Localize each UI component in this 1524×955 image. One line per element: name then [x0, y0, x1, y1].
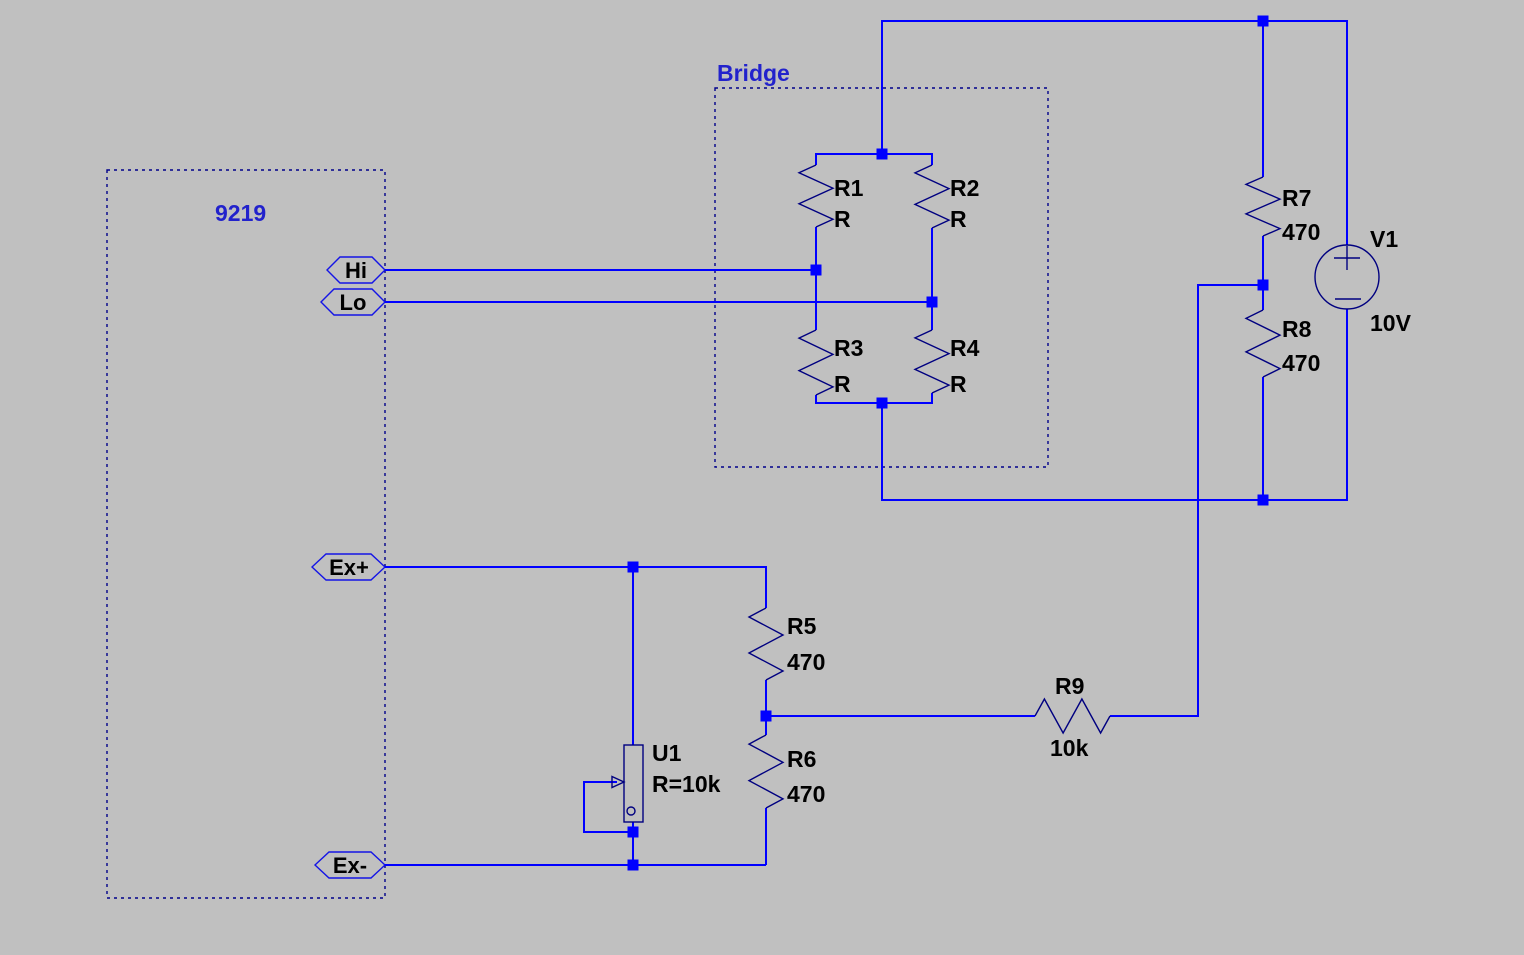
r3-value: R [834, 371, 851, 397]
component-r2[interactable]: R2 R [913, 164, 979, 232]
v1-value: 10V [1370, 310, 1412, 336]
r6-value: 470 [787, 781, 825, 807]
bridge-outline [714, 87, 1049, 468]
r5-resistor-symbol[interactable] [747, 607, 785, 681]
wire-mid-to-r9[interactable] [1110, 284, 1263, 717]
bridge-region: Bridge [714, 60, 1049, 468]
junction-node [627, 826, 639, 838]
r3-resistor-symbol[interactable] [797, 329, 835, 396]
junction-node [1257, 279, 1269, 291]
port-ex-plus-label: Ex+ [329, 555, 369, 580]
module-9219-outline [106, 169, 386, 899]
port-ex-plus[interactable]: Ex+ [310, 553, 387, 581]
r1-value: R [834, 206, 851, 232]
component-r4[interactable]: R4 R [913, 329, 980, 397]
r7-ref: R7 [1282, 185, 1311, 211]
r8-ref: R8 [1282, 316, 1312, 342]
r2-resistor-symbol[interactable] [913, 164, 951, 229]
component-r5[interactable]: R5 470 [747, 607, 825, 681]
port-lo-label: Lo [340, 290, 367, 315]
wires [385, 20, 1348, 866]
component-r3[interactable]: R3 R [797, 329, 863, 397]
r6-resistor-symbol[interactable] [747, 734, 785, 809]
u1-value: R=10k [652, 771, 721, 797]
junction-node [926, 296, 938, 308]
wire-bridge-bottom-rail[interactable] [815, 393, 933, 404]
r7-value: 470 [1282, 219, 1320, 245]
port-ex-minus-label: Ex- [333, 853, 367, 878]
port-hi-label: Hi [345, 258, 367, 283]
bridge-title: Bridge [717, 60, 790, 86]
junction-node [810, 264, 822, 276]
port-ex-minus[interactable]: Ex- [313, 851, 387, 879]
r4-resistor-symbol[interactable] [913, 329, 951, 394]
r4-ref: R4 [950, 335, 980, 361]
r7-resistor-symbol[interactable] [1244, 176, 1282, 237]
junction-node [627, 561, 639, 573]
r5-value: 470 [787, 649, 825, 675]
component-r7[interactable]: R7 470 [1244, 176, 1320, 245]
r9-resistor-symbol[interactable] [1034, 697, 1111, 735]
r2-value: R [950, 206, 967, 232]
r9-value: 10k [1050, 735, 1089, 761]
component-u1[interactable]: U1 R=10k [611, 740, 721, 823]
module-9219: 9219 Hi Lo Ex+ Ex- [106, 169, 387, 899]
r3-ref: R3 [834, 335, 863, 361]
junction-nodes [627, 15, 1269, 871]
r1-ref: R1 [834, 175, 864, 201]
r2-ref: R2 [950, 175, 979, 201]
u1-terminal-dot [626, 806, 636, 816]
component-r6[interactable]: R6 470 [747, 734, 825, 809]
component-r1[interactable]: R1 R [797, 164, 864, 232]
r6-ref: R6 [787, 746, 816, 772]
junction-node [627, 859, 639, 871]
wire-bottom-rail[interactable] [881, 309, 1348, 501]
module-9219-title: 9219 [215, 200, 266, 226]
junction-node [1257, 15, 1269, 27]
component-v1[interactable]: V1 10V [1314, 226, 1412, 336]
u1-wiper-arrow-icon [611, 775, 626, 789]
port-hi[interactable]: Hi [326, 256, 386, 284]
r1-resistor-symbol[interactable] [797, 164, 835, 228]
r4-value: R [950, 371, 967, 397]
wire-bridge-top-rail[interactable] [815, 153, 933, 165]
component-r8[interactable]: R8 470 [1244, 309, 1320, 378]
r9-ref: R9 [1055, 673, 1084, 699]
r5-ref: R5 [787, 613, 817, 639]
v1-ref: V1 [1370, 226, 1398, 252]
wire-top-rail[interactable] [881, 20, 1348, 245]
junction-node [760, 710, 772, 722]
port-lo[interactable]: Lo [320, 288, 386, 316]
wire-u1-wiper-loop[interactable] [583, 781, 633, 833]
v1-plus-icon [1334, 246, 1360, 270]
junction-node [1257, 494, 1269, 506]
v1-source-circle[interactable] [1314, 244, 1380, 310]
junction-node [876, 148, 888, 160]
u1-ref: U1 [652, 740, 682, 766]
r8-value: 470 [1282, 350, 1320, 376]
r8-resistor-symbol[interactable] [1244, 309, 1282, 378]
u1-potentiometer-body[interactable] [623, 744, 644, 823]
junction-node [876, 397, 888, 409]
wire-ex-plus[interactable] [385, 566, 767, 608]
component-r9[interactable]: R9 10k [1034, 673, 1111, 761]
